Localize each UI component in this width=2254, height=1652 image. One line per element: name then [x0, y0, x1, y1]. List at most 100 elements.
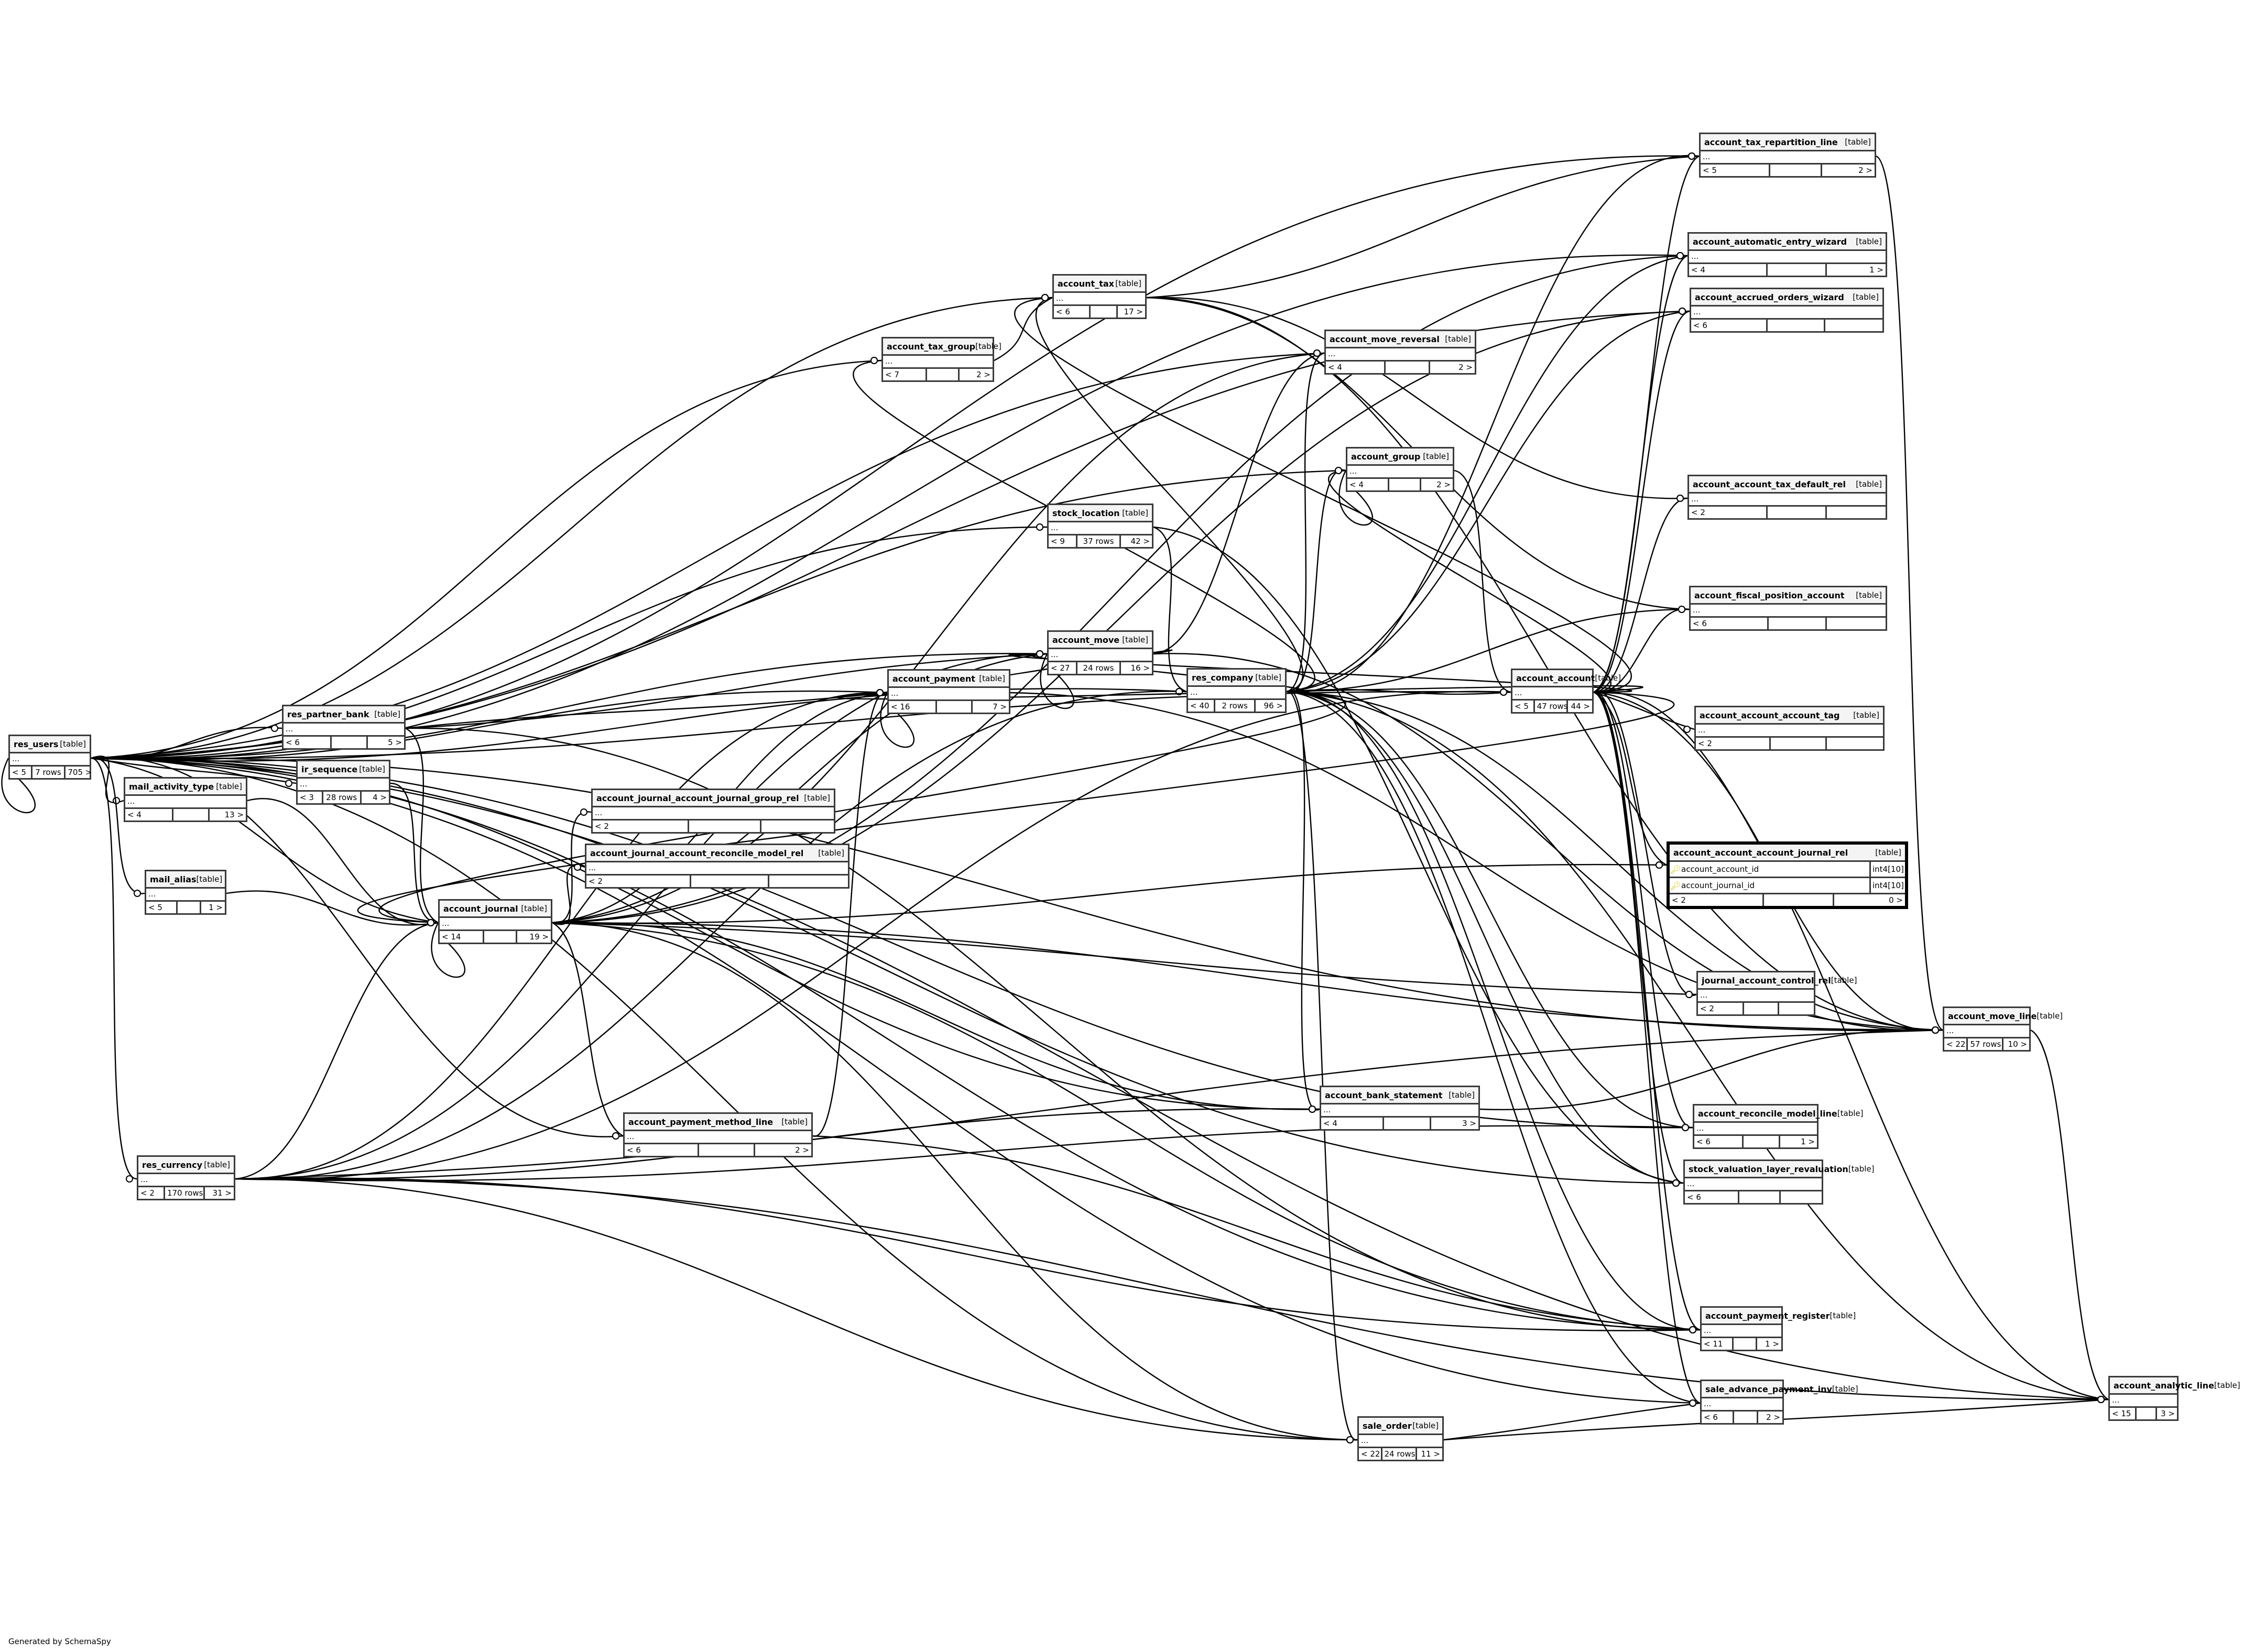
table-header[interactable]: account_account_account_tag [table]	[1696, 707, 1883, 725]
children-count[interactable]: 1 >	[1801, 1137, 1815, 1146]
table-header[interactable]: sale_order [table]	[1359, 1418, 1442, 1435]
children-count[interactable]: 31 >	[212, 1188, 232, 1198]
children-count[interactable]: 19 >	[529, 932, 549, 942]
children-count[interactable]: 10 >	[2008, 1040, 2027, 1049]
table-name[interactable]: account_account_account_tag	[1700, 710, 1840, 720]
table-name[interactable]: account_tax_group	[887, 341, 976, 352]
table-name[interactable]: res_currency	[142, 1159, 203, 1170]
table-name[interactable]: ir_sequence	[301, 764, 358, 774]
table-account-tax[interactable]: account_tax [table]... < 6 17 >	[1052, 274, 1147, 319]
children-count[interactable]: 4 >	[373, 793, 387, 802]
children-count[interactable]: 2 >	[976, 370, 990, 379]
table-header[interactable]: ir_sequence [table]	[298, 761, 389, 779]
table-header[interactable]: account_group [table]	[1347, 448, 1453, 466]
table-header[interactable]: account_journal [table]	[440, 901, 551, 918]
children-count[interactable]: 7 >	[993, 702, 1007, 712]
table-header[interactable]: account_move_line [table]	[1944, 1008, 2063, 1025]
children-count[interactable]	[1825, 320, 1883, 331]
children-count[interactable]: 17 >	[1124, 307, 1143, 316]
children-count[interactable]: 2 >	[1458, 363, 1473, 372]
table-header[interactable]: account_automatic_entry_wizard [table]	[1689, 234, 1886, 251]
table-account-tax-group[interactable]: account_tax_group [table]... < 7 2 >	[881, 337, 1001, 382]
table-header[interactable]: journal_account_control_rel [table]	[1698, 972, 1857, 990]
parents-count[interactable]: < 7	[883, 369, 927, 380]
parents-count[interactable]: < 15	[2110, 1408, 2137, 1419]
children-count[interactable]: 3 >	[1462, 1119, 1476, 1128]
children-count[interactable]: 13 >	[224, 810, 244, 819]
parents-count[interactable]: < 4	[125, 809, 173, 820]
table-header[interactable]: account_tax_repartition_line [table]	[1701, 134, 1875, 151]
table-name[interactable]: sale_order	[1363, 1420, 1412, 1431]
parents-count[interactable]: < 6	[1054, 306, 1091, 318]
children-count[interactable]: 5 >	[388, 738, 402, 747]
parents-count[interactable]: < 14	[440, 931, 484, 943]
children-count[interactable]: 3 >	[2161, 1409, 2175, 1418]
table-header[interactable]: account_reconcile_model_line [table]	[1694, 1106, 1863, 1123]
table-account-account-account-journal-rel[interactable]: account_account_account_journal_rel [tab…	[1667, 841, 1908, 909]
children-count[interactable]: 1 >	[1765, 1339, 1779, 1349]
parents-count[interactable]: < 5	[146, 902, 178, 913]
children-count[interactable]: 2 >	[795, 1145, 809, 1155]
parents-count[interactable]: < 2	[1698, 1003, 1745, 1014]
table-header[interactable]: account_analytic_line [table]	[2110, 1377, 2240, 1395]
children-count[interactable]	[769, 876, 848, 887]
parents-count[interactable]: < 6	[1694, 1136, 1744, 1147]
table-name[interactable]: account_reconcile_model_line	[1698, 1108, 1837, 1119]
table-header[interactable]: account_journal_account_reconcile_model_…	[586, 845, 848, 862]
table-ir-sequence[interactable]: ir_sequence [table]... < 3 28 rows 4 >	[296, 760, 390, 805]
table-header[interactable]: account_account_account_journal_rel [tab…	[1670, 845, 1905, 862]
table-res-currency[interactable]: res_currency [table]... < 2 170 rows 31 …	[137, 1155, 235, 1200]
table-name[interactable]: account_account	[1516, 673, 1595, 683]
parents-count[interactable]: < 2	[138, 1187, 165, 1199]
parents-count[interactable]: < 4	[1321, 1118, 1384, 1129]
parents-count[interactable]: < 6	[1691, 320, 1768, 331]
parents-count[interactable]: < 4	[1326, 362, 1386, 373]
column-row[interactable]: 🔑︎ account_account_id int4[10]	[1670, 862, 1905, 878]
parents-count[interactable]: < 5	[1701, 165, 1770, 176]
table-name[interactable]: account_bank_statement	[1325, 1090, 1443, 1100]
table-name[interactable]: account_payment	[892, 673, 975, 684]
table-account-payment-method-line[interactable]: account_payment_method_line [table]... <…	[623, 1112, 813, 1157]
table-sale-advance-payment-inv[interactable]: sale_advance_payment_inv [table]... < 6 …	[1700, 1380, 1858, 1425]
table-name[interactable]: res_partner_bank	[287, 709, 369, 719]
parents-count[interactable]: < 6	[625, 1144, 700, 1156]
table-name[interactable]: res_company	[1192, 672, 1254, 683]
table-name[interactable]: account_payment_method_line	[628, 1117, 774, 1127]
table-account-accrued-orders-wizard[interactable]: account_accrued_orders_wizard [table]...…	[1690, 288, 1884, 333]
table-header[interactable]: account_journal_account_journal_group_re…	[593, 790, 834, 807]
table-account-fiscal-position-account[interactable]: account_fiscal_position_account [table].…	[1689, 586, 1887, 631]
table-header[interactable]: res_company [table]	[1188, 670, 1285, 687]
table-name[interactable]: account_analytic_line	[2114, 1380, 2214, 1391]
table-header[interactable]: account_tax_group [table]	[883, 338, 1001, 356]
table-account-journal-account-reconcile-model-rel[interactable]: account_journal_account_reconcile_model_…	[585, 844, 850, 889]
table-header[interactable]: account_fiscal_position_account [table]	[1691, 587, 1886, 605]
children-count[interactable]	[1779, 1003, 1814, 1014]
parents-count[interactable]: < 6	[1691, 618, 1769, 629]
table-name[interactable]: account_account_account_journal_rel	[1673, 847, 1848, 858]
children-count[interactable]: 42 >	[1130, 537, 1150, 546]
children-count[interactable]	[1827, 507, 1886, 518]
table-header[interactable]: account_payment_method_line [table]	[625, 1114, 811, 1131]
table-name[interactable]: journal_account_control_rel	[1702, 975, 1831, 986]
table-account-payment-register[interactable]: account_payment_register [table]... < 11…	[1700, 1306, 1856, 1351]
children-count[interactable]: 0 >	[1889, 895, 1903, 905]
table-account-move-reversal[interactable]: account_move_reversal [table]... < 4 2 >	[1324, 330, 1476, 375]
children-count[interactable]: 2 >	[1858, 166, 1872, 175]
table-stock-valuation-layer-revaluation[interactable]: stock_valuation_layer_revaluation [table…	[1683, 1159, 1875, 1205]
table-name[interactable]: account_account_tax_default_rel	[1693, 479, 1846, 489]
table-journal-account-control-rel[interactable]: journal_account_control_rel [table]... <…	[1696, 971, 1857, 1016]
parents-count[interactable]: < 9	[1049, 535, 1078, 547]
children-count[interactable]: 96 >	[1264, 701, 1283, 710]
table-account-payment[interactable]: account_payment [table]... < 16 7 >	[887, 669, 1010, 714]
parents-count[interactable]: < 3	[298, 792, 323, 803]
table-res-company[interactable]: res_company [table]... < 40 2 rows 96 >	[1186, 668, 1287, 713]
parents-count[interactable]: < 2	[593, 820, 689, 832]
table-account-automatic-entry-wizard[interactable]: account_automatic_entry_wizard [table]..…	[1687, 232, 1887, 277]
children-count[interactable]: 705 >	[68, 768, 92, 777]
parents-count[interactable]: < 6	[284, 737, 332, 748]
table-account-move-line[interactable]: account_move_line [table]... < 22 57 row…	[1943, 1006, 2063, 1052]
table-mail-activity-type[interactable]: mail_activity_type [table]... < 4 13 >	[124, 777, 247, 822]
table-name[interactable]: account_journal_account_reconcile_model_…	[590, 848, 804, 858]
table-name[interactable]: mail_activity_type	[129, 781, 214, 792]
table-header[interactable]: account_bank_statement [table]	[1321, 1087, 1478, 1104]
